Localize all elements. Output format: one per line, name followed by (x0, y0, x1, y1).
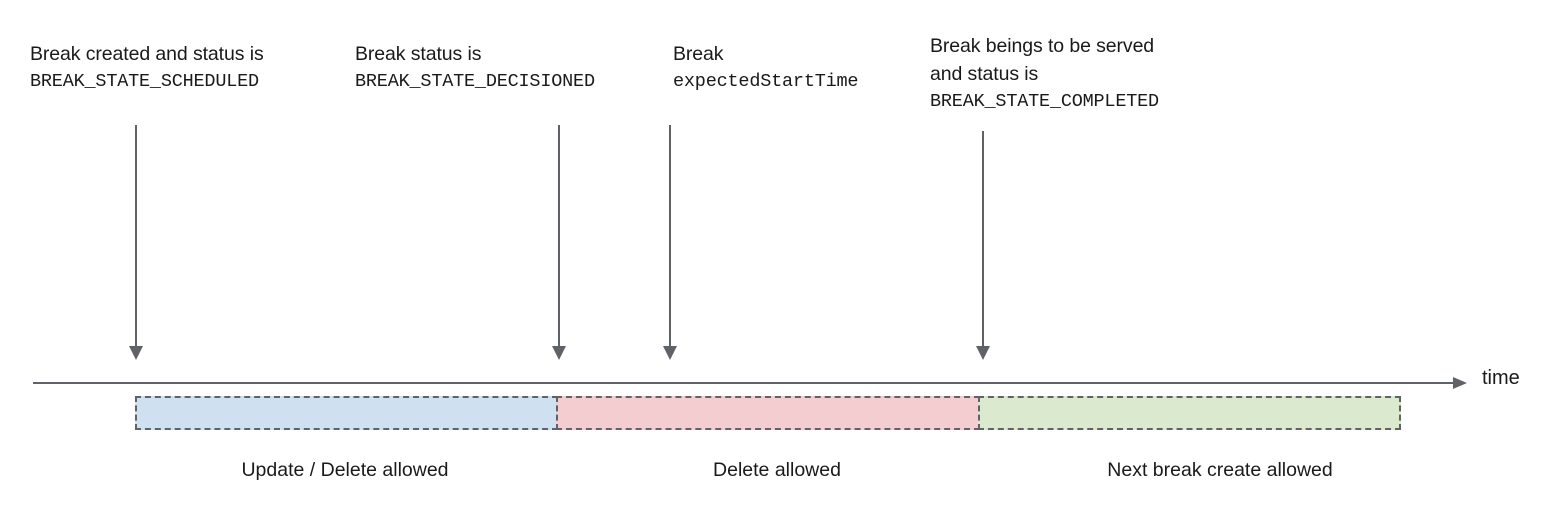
annotation-completed: Break beings to be served and status is BR… (930, 32, 1159, 116)
marker-arrow-completed (975, 131, 991, 360)
time-axis (33, 377, 1467, 391)
annotation-scheduled-line-2: BREAK_STATE_SCHEDULED (30, 71, 259, 92)
marker-arrow-stem (135, 125, 137, 347)
marker-arrow-scheduled (128, 125, 144, 360)
arrow-down-icon (976, 346, 990, 360)
phase-segment-next-break-create (978, 396, 1401, 430)
annotation-completed-line-2: and status is (930, 63, 1039, 85)
annotation-expected-start-time: Break expectedStartTime (673, 40, 859, 96)
annotation-decisioned: Break status is BREAK_STATE_DECISIONED (355, 40, 595, 96)
annotation-scheduled-line-1: Break created and status is (30, 43, 264, 65)
marker-arrow-expected-start-time (662, 125, 678, 360)
annotation-expected-start-time-line-2: expectedStartTime (673, 71, 859, 92)
phase-caption-delete-only: Delete allowed (713, 459, 841, 481)
annotation-decisioned-line-2: BREAK_STATE_DECISIONED (355, 71, 595, 92)
time-axis-label: time (1482, 367, 1520, 389)
arrow-down-icon (552, 346, 566, 360)
phase-segment-delete-only (556, 396, 980, 430)
time-axis-arrowhead-icon (1453, 377, 1467, 389)
annotation-completed-line-1: Break beings to be served (930, 35, 1155, 57)
phase-segment-update-delete (135, 396, 558, 430)
phase-bar (135, 396, 1401, 430)
annotation-decisioned-line-1: Break status is (355, 43, 482, 65)
marker-arrow-stem (558, 125, 560, 347)
time-axis-line (33, 382, 1457, 384)
marker-arrow-stem (982, 131, 984, 347)
marker-arrow-decisioned (551, 125, 567, 360)
phase-caption-update-delete: Update / Delete allowed (241, 459, 449, 481)
marker-arrow-stem (669, 125, 671, 347)
annotation-scheduled: Break created and status is BREAK_STATE_S… (30, 40, 264, 96)
arrow-down-icon (663, 346, 677, 360)
phase-caption-next-break-create: Next break create allowed (1107, 459, 1333, 481)
annotation-completed-line-3: BREAK_STATE_COMPLETED (930, 91, 1159, 112)
arrow-down-icon (129, 346, 143, 360)
annotation-expected-start-time-line-1: Break (673, 43, 724, 65)
